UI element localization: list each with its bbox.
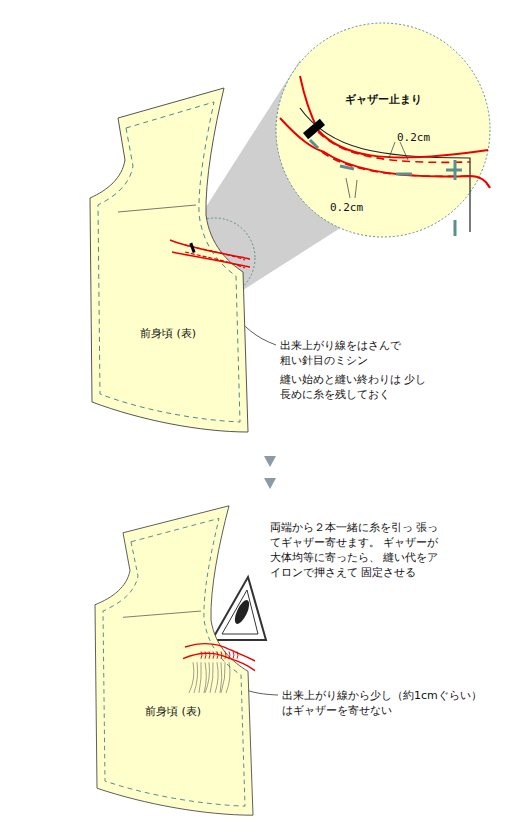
gather — [201, 652, 202, 659]
piece-name: 前身頃 (表) — [143, 704, 203, 719]
gather — [229, 652, 230, 659]
gather-fold — [204, 662, 206, 693]
gather-fold — [189, 662, 194, 693]
note: 出来上がり線をはさんで 粗い針目のミシン — [280, 338, 410, 368]
dimension: 0.2cm — [397, 130, 447, 145]
note: 両端から２本一緒に糸を引っ 張ってギャザー寄せます。 ギャザーが大体均等に寄った… — [270, 520, 440, 580]
gather — [209, 652, 210, 659]
thread — [280, 118, 490, 188]
gather — [237, 652, 238, 659]
bodice-piece: 前身頃 (表) — [93, 504, 255, 817]
gather — [233, 652, 234, 659]
gather-fold — [194, 662, 198, 693]
gather-fold — [215, 662, 218, 693]
dim-leader — [346, 178, 357, 198]
dart-line — [118, 205, 196, 212]
seam-line — [103, 518, 245, 806]
seam-mark — [396, 173, 412, 176]
stitch — [318, 132, 470, 162]
gather-stop — [303, 119, 325, 139]
piece-outline — [90, 88, 248, 432]
stitch — [185, 252, 245, 268]
thread — [172, 252, 250, 276]
dart-line — [123, 611, 201, 617]
down-arrow — [264, 456, 276, 467]
gather-fold — [205, 662, 210, 693]
gather — [213, 652, 214, 659]
callout-label: ギャザー止まり — [345, 92, 445, 107]
seam-mark — [454, 220, 457, 236]
gather-stop — [189, 243, 195, 253]
gather — [221, 652, 222, 659]
bodice-piece — [88, 86, 250, 434]
down-arrow — [264, 478, 276, 489]
dim-leader — [389, 142, 408, 160]
seam-line — [98, 102, 240, 422]
gather — [205, 652, 206, 659]
iron-icon — [212, 577, 266, 640]
dimension: 0.2cm — [330, 200, 380, 215]
armhole-line — [300, 108, 470, 232]
note: 縫い始めと縫い終わりは 少し長めに糸を残しておく — [280, 372, 430, 402]
seam-mark — [310, 140, 318, 148]
piece-name: 前身頃 (表) — [138, 326, 198, 341]
stitch — [322, 152, 470, 176]
gather — [225, 652, 226, 659]
zoom-detail — [275, 22, 491, 238]
seam-mark — [340, 166, 354, 169]
seam-mark — [454, 160, 457, 180]
gather-fold — [220, 662, 222, 693]
gather-fold — [210, 662, 213, 693]
bodice-piece — [93, 504, 255, 817]
gather — [217, 652, 218, 659]
bodice-piece: 前身頃 (表) — [88, 86, 250, 434]
piece-outline — [95, 506, 253, 815]
note: 出来上がり線から少し（約1cmぐらい） はギャザーを寄せない — [282, 688, 487, 718]
zoom-circle: ギャザー止まり 0.2cm 0.2cm — [275, 22, 491, 238]
gather-fold — [221, 662, 225, 693]
zoom-circle — [276, 23, 490, 237]
gather-fold — [199, 662, 201, 693]
gather-fold — [226, 662, 230, 693]
